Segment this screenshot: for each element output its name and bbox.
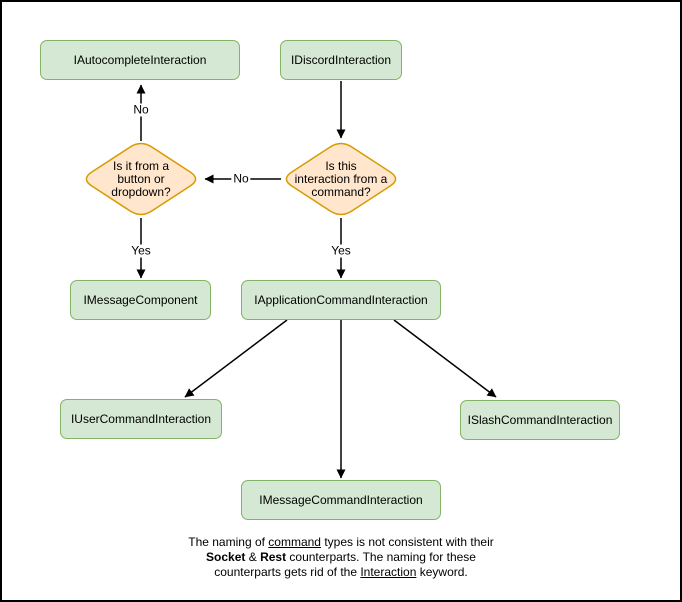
node-discord-interaction: IDiscordInteraction [280,40,402,80]
node-autocomplete-interaction: IAutocompleteInteraction [40,40,240,80]
node-user-command-interaction: IUserCommandInteraction [60,399,222,439]
button-dropdown-decision-label: Is it from a button or dropdown? [81,140,201,218]
naming-note-line-3: counterparts gets rid of the Interaction… [2,565,680,580]
command-decision-label: Is this interaction from a command? [281,140,401,218]
note-bold-socket: Socket [206,550,246,564]
note-underlined-command: command [268,535,321,549]
node-slash-command-interaction: ISlashCommandInteraction [460,400,620,440]
decision-line: command? [311,184,371,199]
naming-note-line-1: The naming of command types is not consi… [2,535,680,550]
note-text: keyword. [416,565,468,579]
note-bold-rest: Rest [260,550,287,564]
edge-label-yes-right: Yes [329,243,353,258]
naming-note: The naming of command types is not consi… [2,535,680,580]
decision-line: Is this [325,158,357,173]
decision-line: Is it from a [112,158,169,173]
decision-line: interaction from a [294,171,388,186]
node-application-command-interaction: IApplicationCommandInteraction [241,280,441,320]
edge-label-no-up: No [131,102,151,117]
note-text: counterparts. The naming for these [286,550,476,564]
note-text: types is not consistent with their [320,535,494,549]
edge-application-to-slash-command [393,319,497,398]
node-message-component: IMessageComponent [70,280,211,320]
note-text: & [245,550,261,564]
decision-line: dropdown? [111,184,171,199]
naming-note-line-2: Socket & Rest counterparts. The naming f… [2,550,680,565]
edge-label-no-between: No [231,171,251,186]
node-message-command-interaction: IMessageCommandInteraction [241,480,441,520]
edge-label-yes-left: Yes [129,243,153,258]
note-text: counterparts gets rid of the [214,565,361,579]
note-underlined-interaction: Interaction [360,565,417,579]
note-text: The naming of [188,535,269,549]
decision-line: button or [117,171,165,186]
edge-application-to-user-command [184,319,288,398]
